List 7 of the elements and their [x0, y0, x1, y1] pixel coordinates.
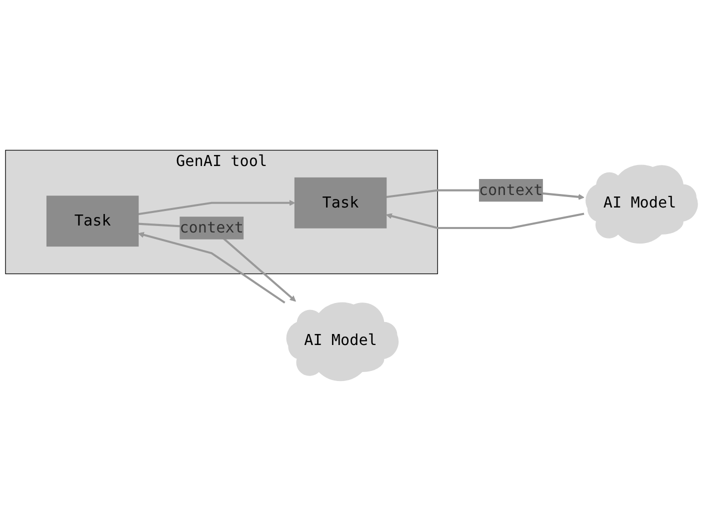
edge-label: context [478, 182, 543, 199]
arrow [386, 212, 584, 230]
arrow [138, 200, 296, 216]
arrow [138, 232, 286, 304]
edge-label: context [180, 219, 244, 237]
node-box: Task [46, 196, 139, 247]
node-box: Task [294, 177, 387, 228]
